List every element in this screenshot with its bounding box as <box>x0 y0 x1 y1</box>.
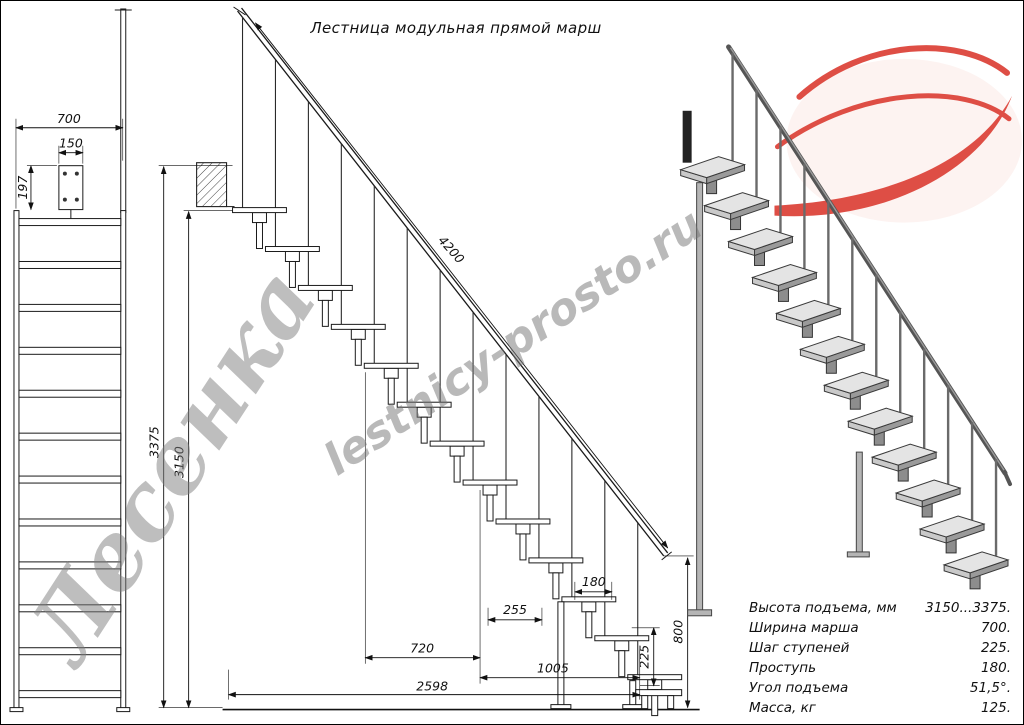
spec-table: Высота подъема, мм 3150...3375. Ширина м… <box>749 598 1011 718</box>
dim-3375-label: 3375 <box>147 426 162 458</box>
spec-value: 3150...3375. <box>925 600 1011 616</box>
spec-label: Проступь <box>749 660 817 676</box>
spec-value: 225. <box>980 640 1011 656</box>
dim-197-label: 197 <box>15 176 30 200</box>
spec-label: Ширина марша <box>749 620 859 636</box>
spec-row-tread: Проступь 180. <box>749 658 1011 678</box>
dim-225-label: 225 <box>637 645 652 669</box>
dim-800-label: 800 <box>671 620 686 644</box>
spec-value: 700. <box>980 620 1011 636</box>
spec-row-angle: Угол подъема 51,5°. <box>749 678 1011 698</box>
dim-3150-label: 3150 <box>172 446 187 478</box>
dim-1005-label: 1005 <box>537 661 569 676</box>
spec-row-width: Ширина марша 700. <box>749 618 1011 638</box>
dim-180-label: 180 <box>582 574 606 589</box>
mounting-plate <box>58 165 84 219</box>
front-view-steps <box>18 218 122 699</box>
dim-700-label: 700 <box>57 111 81 126</box>
spec-value: 180. <box>980 660 1011 676</box>
spec-label: Шаг ступеней <box>749 640 850 656</box>
iso-top-bracket <box>682 110 692 163</box>
spec-value: 125. <box>980 700 1011 716</box>
spec-row-step: Шаг ступеней 225. <box>749 638 1011 658</box>
dim-720-label: 720 <box>410 641 434 656</box>
drawing-title: Лестница модульная прямой марш <box>310 19 602 37</box>
spec-value: 51,5°. <box>969 680 1011 696</box>
side-view-balusters <box>241 16 639 675</box>
upper-floor-slab <box>196 162 228 208</box>
dim-2598-label: 2598 <box>416 679 448 694</box>
dim-150-label: 150 <box>59 136 83 151</box>
iso-view-drawing <box>680 44 1013 617</box>
front-view-drawing: 700 150 197 <box>9 8 132 713</box>
iso-handrail <box>726 44 1008 476</box>
side-view-drawing: 3375 3150 4200 720 1005 2598 255 <box>147 6 700 717</box>
dim-255-label: 255 <box>503 602 527 617</box>
iso-balusters <box>731 52 998 556</box>
spec-label: Масса, кг <box>749 700 816 716</box>
spec-row-height: Высота подъема, мм 3150...3375. <box>749 598 1011 618</box>
spec-label: Высота подъема, мм <box>749 600 897 616</box>
spec-row-mass: Масса, кг 125. <box>749 698 1011 718</box>
side-view-support-posts <box>550 601 683 710</box>
spec-label: Угол подъема <box>749 680 849 696</box>
brand-logo-swoosh <box>774 45 1022 223</box>
